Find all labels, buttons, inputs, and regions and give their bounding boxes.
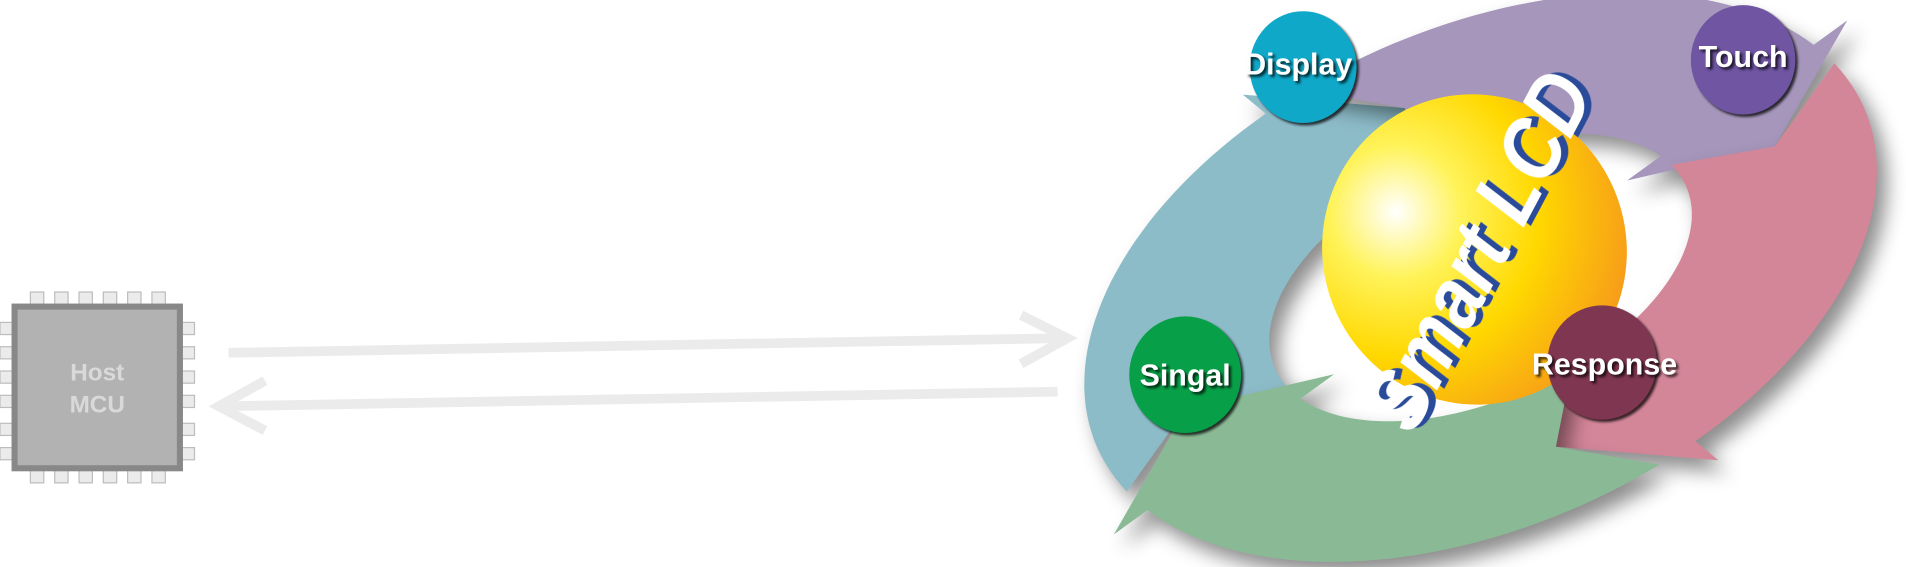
stage-response: Response [1532, 305, 1677, 420]
chip-label-line2: MCU [70, 391, 125, 418]
stage-singal: Singal [1129, 316, 1242, 434]
chip-body [11, 303, 183, 472]
stage-label-touch: Touch [1699, 40, 1788, 74]
stage-display: Display [1244, 11, 1357, 124]
stage-label-display: Display [1244, 47, 1352, 81]
chip-label-line1: Host [70, 360, 124, 387]
stage-label-response: Response [1532, 348, 1677, 382]
stage-label-singal: Singal [1140, 359, 1231, 393]
stage-touch: Touch [1690, 5, 1796, 115]
arrow-to-lcd [228, 310, 1078, 368]
ring-segment-singal [1113, 367, 1660, 562]
arrow-to-mcu [208, 376, 1058, 435]
host-mcu-chip: Host MCU [0, 291, 196, 484]
